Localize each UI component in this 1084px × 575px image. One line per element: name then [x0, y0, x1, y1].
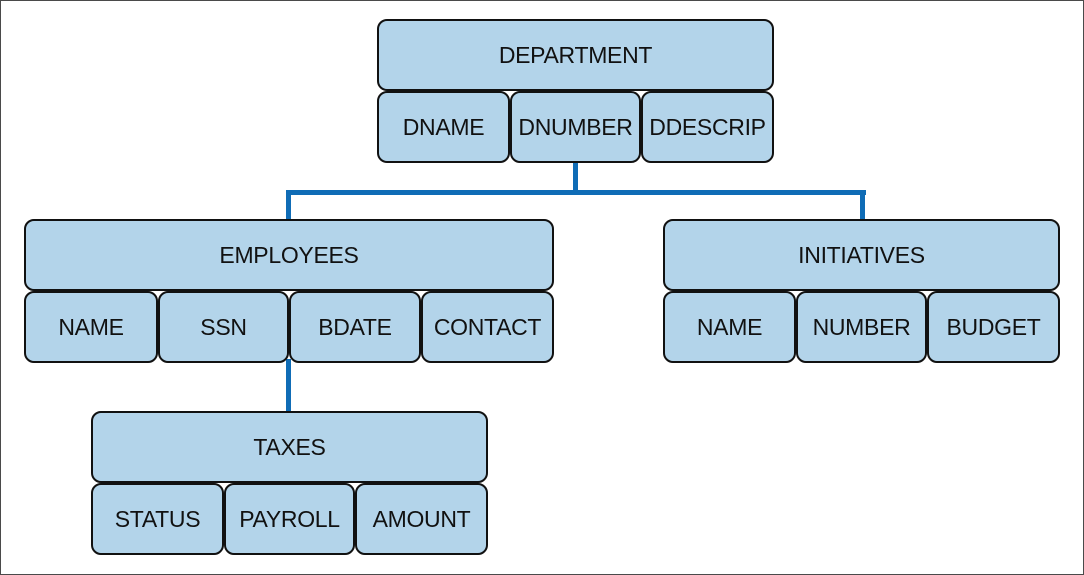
taxes-field-payroll: PAYROLL	[224, 483, 355, 555]
department-field-dnumber: DNUMBER	[510, 91, 641, 163]
initiatives-field-budget: BUDGET	[927, 291, 1060, 363]
taxes-field-status: STATUS	[91, 483, 224, 555]
initiatives-link-connector	[860, 190, 865, 221]
taxes-link-connector	[286, 359, 291, 411]
department-stem-connector	[573, 161, 578, 193]
department-field-dname: DNAME	[377, 91, 510, 163]
employees-field-bdate: BDATE	[289, 291, 421, 363]
initiatives-field-name: NAME	[663, 291, 796, 363]
department-branch-connector	[286, 190, 866, 195]
employees-field-contact: CONTACT	[421, 291, 554, 363]
department-field-ddescrip: DDESCRIP	[641, 91, 774, 163]
employees-link-connector	[286, 190, 291, 221]
department-title-box: DEPARTMENT	[377, 19, 774, 91]
initiatives-title-box: INITIATIVES	[663, 219, 1060, 291]
initiatives-field-number: NUMBER	[796, 291, 927, 363]
employees-field-name: NAME	[24, 291, 158, 363]
taxes-title-box: TAXES	[91, 411, 488, 483]
taxes-field-amount: AMOUNT	[355, 483, 488, 555]
employees-title-box: EMPLOYEES	[24, 219, 554, 291]
employees-field-ssn: SSN	[158, 291, 289, 363]
